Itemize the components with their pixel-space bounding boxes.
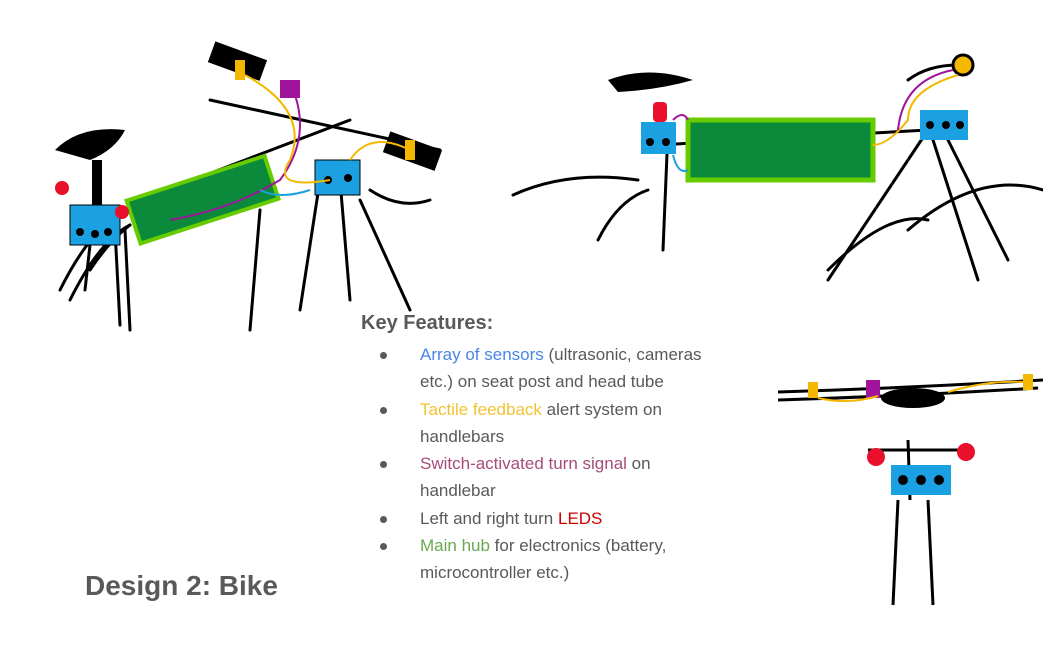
led-left: [867, 448, 885, 466]
seat-icon: [55, 129, 125, 160]
feature-text: for electronics (battery, microcontrolle…: [420, 536, 667, 583]
turn-switch: [866, 380, 880, 398]
feature-item: Left and right turn LEDS: [361, 505, 711, 532]
feature-highlight: Switch-activated turn signal: [420, 454, 627, 474]
main-hub: [124, 153, 281, 247]
tactile-grip: [951, 53, 975, 77]
tactile-left: [235, 60, 245, 80]
feature-text: Left and right turn: [420, 508, 558, 528]
tactile-left: [808, 382, 818, 398]
led-rear: [653, 102, 667, 122]
feature-text: (ultrasonic, cameras etc.) on seat post …: [420, 345, 702, 392]
feature-highlight: Tactile feedback: [420, 399, 542, 419]
bike-sketch-side: [511, 53, 1043, 282]
seat-icon: [608, 72, 693, 92]
bike-sketch-front: [778, 374, 1043, 606]
led-right: [957, 443, 975, 461]
features-list: Array of sensors (ultrasonic, cameras et…: [361, 341, 711, 587]
sensor-headtube: [314, 159, 361, 196]
turn-switch: [280, 80, 300, 98]
feature-item: Tactile feedback alert system on handleb…: [361, 396, 711, 451]
features-heading: Key Features:: [361, 312, 494, 334]
bike-sketch-angled: [55, 41, 443, 332]
feature-highlight: Array of sensors: [420, 345, 544, 364]
feature-text: on handlebar: [420, 454, 651, 501]
bullet-icon: [380, 461, 387, 469]
feature-highlight: Main hub: [420, 536, 490, 556]
feature-item: Switch-activated turn signal on handleba…: [361, 450, 711, 505]
feature-text: alert system on handlebars: [420, 399, 662, 446]
led-right: [115, 205, 129, 219]
bullet-icon: [380, 352, 387, 359]
bullet-icon: [380, 543, 387, 551]
main-hub: [685, 117, 876, 183]
led-left: [55, 181, 69, 195]
slide-title: Design 2: Bike: [85, 570, 278, 601]
bullet-icon: [380, 515, 387, 523]
sensor-seatpost: [69, 204, 121, 246]
feature-highlight: LEDS: [557, 508, 603, 528]
bullet-icon: [380, 406, 387, 414]
feature-item: Main hub for electronics (battery, micro…: [361, 532, 711, 587]
tactile-right: [1023, 374, 1033, 390]
feature-item: Array of sensors (ultrasonic, cameras et…: [361, 341, 711, 396]
sensor-seatpost: [641, 122, 676, 154]
